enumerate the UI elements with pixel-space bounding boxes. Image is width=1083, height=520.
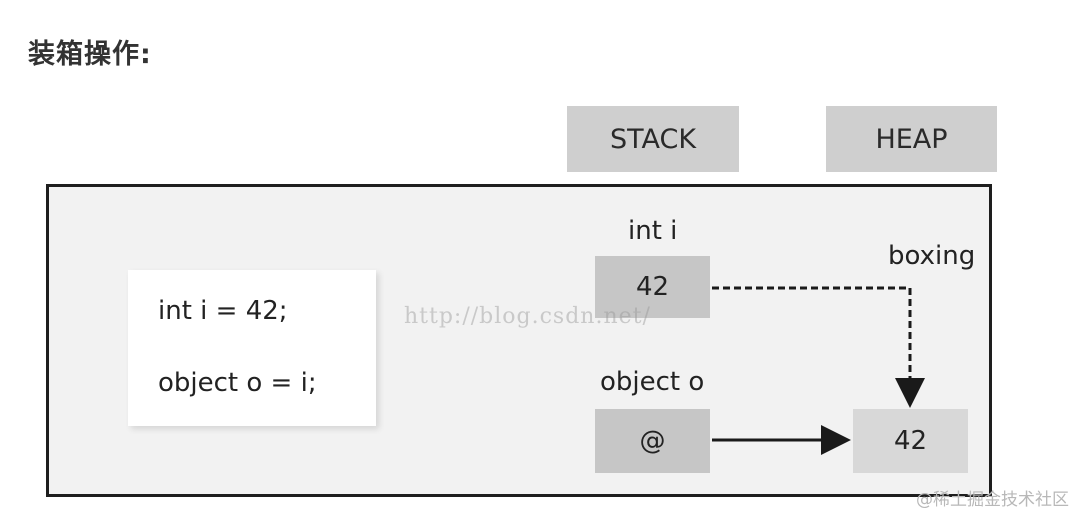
stack-header: STACK (567, 106, 739, 172)
code-line-2: object o = i; (158, 368, 317, 398)
heap-object-cell: 42 (853, 409, 968, 473)
page-title: 装箱操作: (28, 39, 152, 70)
int-stack-cell: 42 (595, 256, 710, 318)
object-variable-label: object o (600, 367, 705, 397)
object-stack-cell: @ (595, 409, 710, 473)
int-variable-label: int i (628, 216, 678, 246)
code-line-1: int i = 42; (158, 296, 288, 326)
code-card: int i = 42; object o = i; (128, 270, 376, 426)
heap-header: HEAP (826, 106, 997, 172)
footer-credit: @稀土掘金技术社区 (916, 490, 1069, 510)
watermark: http://blog.csdn.net/ (404, 304, 651, 329)
boxing-label: boxing (888, 241, 976, 271)
boxing-arrow (712, 286, 925, 408)
